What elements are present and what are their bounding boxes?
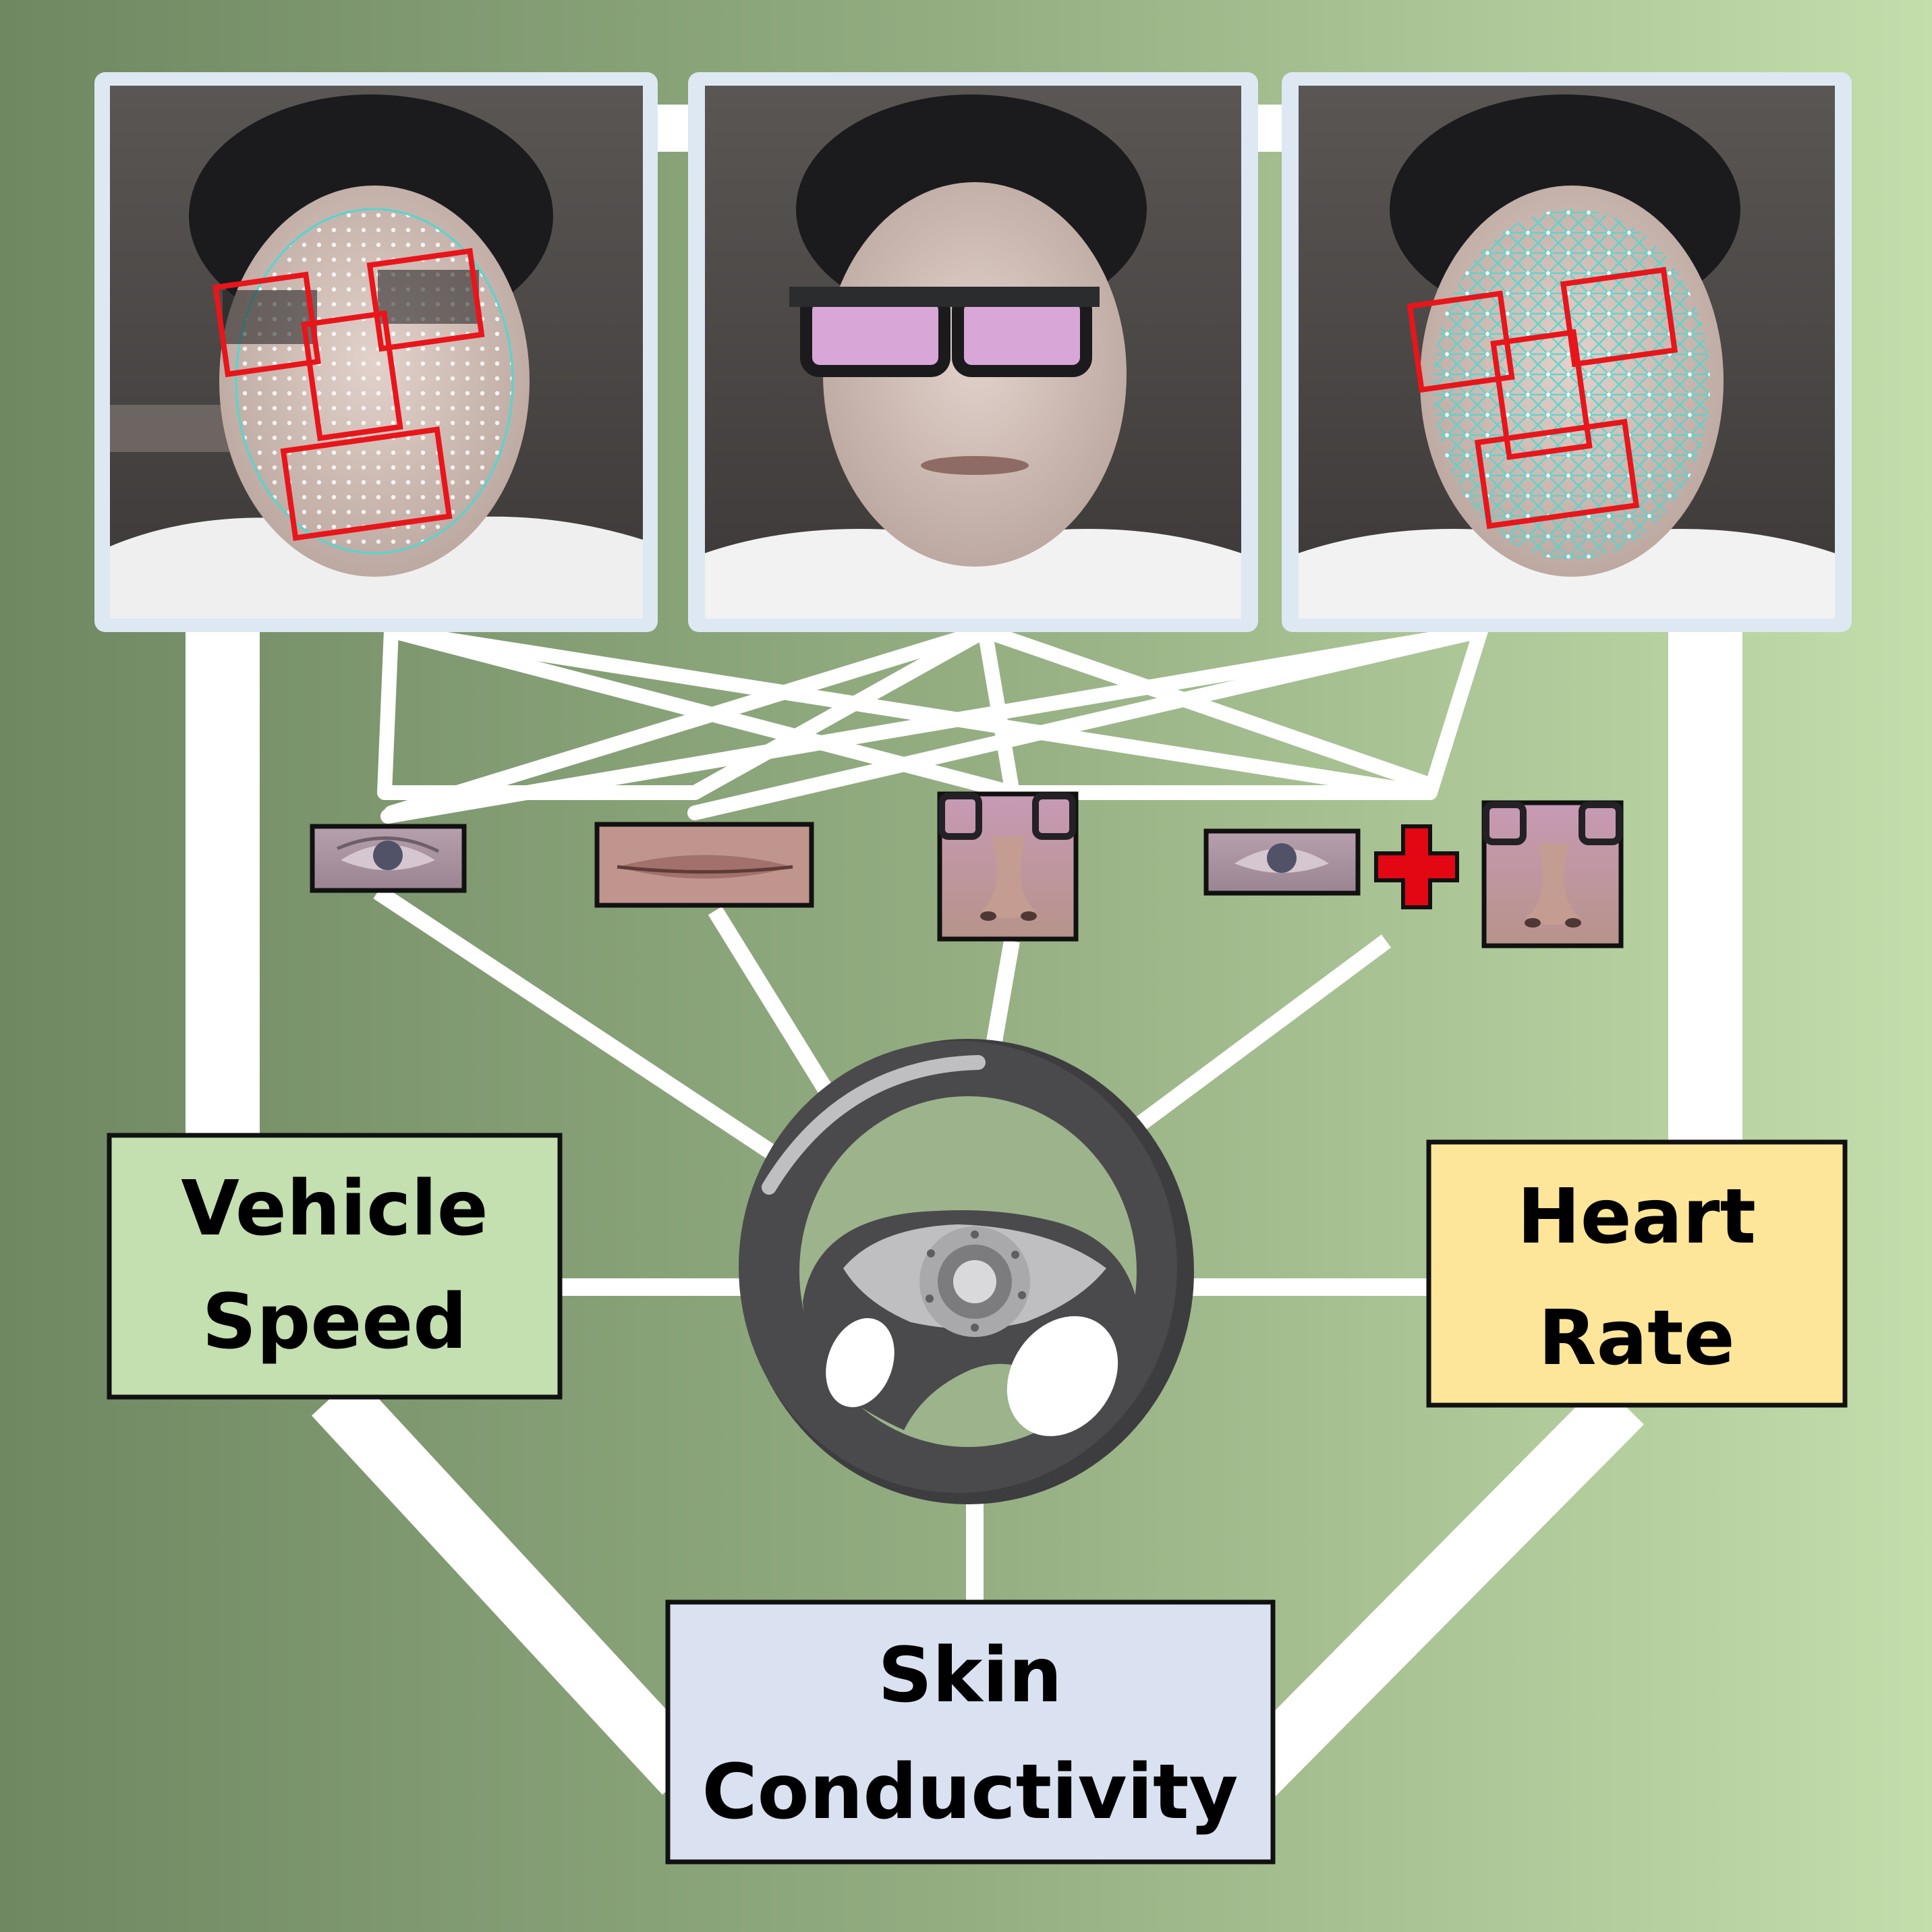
face-photo-raw bbox=[688, 72, 1258, 632]
vehicle-speed-line1: Vehicle bbox=[181, 1165, 488, 1253]
skin-conductivity-line2: Conductivity bbox=[702, 1749, 1238, 1836]
heart-rate-line2: Rate bbox=[1538, 1295, 1734, 1382]
nose-icon bbox=[938, 793, 1076, 921]
mouth-crop bbox=[594, 822, 814, 908]
heart-rate-box: Heart Rate bbox=[1426, 1139, 1848, 1408]
outer-connectors bbox=[186, 105, 1742, 1802]
vehicle-speed-box: Vehicle Speed bbox=[107, 1133, 563, 1400]
steering-wheel-icon bbox=[739, 1039, 1194, 1504]
heart-rate-line1: Heart bbox=[1517, 1173, 1756, 1261]
vehicle-speed-line2: Speed bbox=[202, 1278, 467, 1366]
nose-icon bbox=[1483, 801, 1622, 928]
skin-conductivity-box: Skin Conductivity bbox=[665, 1599, 1276, 1865]
nose-crop bbox=[937, 791, 1079, 942]
eye-icon bbox=[336, 836, 440, 870]
box-to-wheel-connectors bbox=[560, 1278, 1429, 1602]
eye-plus-nose-crop bbox=[1203, 800, 1624, 948]
eye-crop bbox=[310, 824, 467, 893]
face-photo-mesh-landmarks bbox=[1282, 72, 1852, 632]
skin-conductivity-line1: Skin bbox=[878, 1632, 1062, 1720]
eye-icon bbox=[1234, 843, 1329, 873]
plus-icon bbox=[1374, 824, 1459, 909]
face-photo-dot-landmarks bbox=[94, 72, 658, 632]
mouth-icon bbox=[617, 855, 793, 879]
photo-to-region-connectors bbox=[377, 623, 1488, 824]
